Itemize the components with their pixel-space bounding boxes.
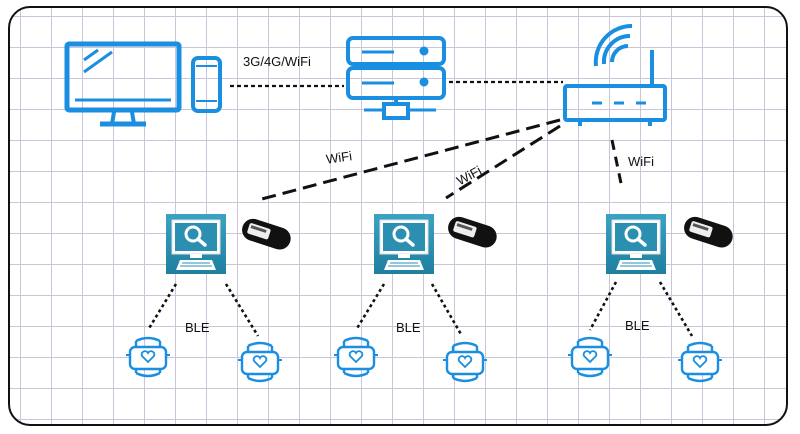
band-2-icon <box>236 341 284 383</box>
band-6-icon <box>676 341 724 383</box>
link-label-ble-middle: BLE <box>396 320 421 335</box>
link-label-ble-left: BLE <box>185 320 210 335</box>
phone-icon <box>191 56 222 113</box>
ble-link-5 <box>588 281 618 331</box>
link-label-wifi-right: WiFi <box>628 154 654 169</box>
link-router-pc-left <box>257 118 561 202</box>
ble-link-3 <box>354 283 386 331</box>
band-3-icon <box>332 336 380 378</box>
monitor-icon <box>64 41 182 127</box>
link-label-ble-right: BLE <box>625 318 650 333</box>
server-icon <box>346 36 446 120</box>
link-label-cellular: 3G/4G/WiFi <box>243 54 311 69</box>
band-5-icon <box>566 336 614 378</box>
ble-link-4 <box>430 283 464 337</box>
ble-link-2 <box>224 283 260 337</box>
band-1-icon <box>124 336 172 378</box>
link-router-pc-middle <box>445 124 561 200</box>
link-router-pc-right <box>610 139 624 189</box>
router-icon <box>563 23 667 126</box>
pc-middle-icon <box>372 212 436 276</box>
connections <box>146 80 694 337</box>
dongle-right-icon <box>681 214 736 251</box>
ble-link-1 <box>146 283 178 331</box>
pc-right-icon <box>604 212 668 276</box>
band-4-icon <box>441 341 489 383</box>
pc-left-icon <box>164 212 228 276</box>
dongle-middle-icon <box>445 214 500 251</box>
dongle-left-icon <box>239 216 294 253</box>
ble-link-6 <box>658 281 694 337</box>
